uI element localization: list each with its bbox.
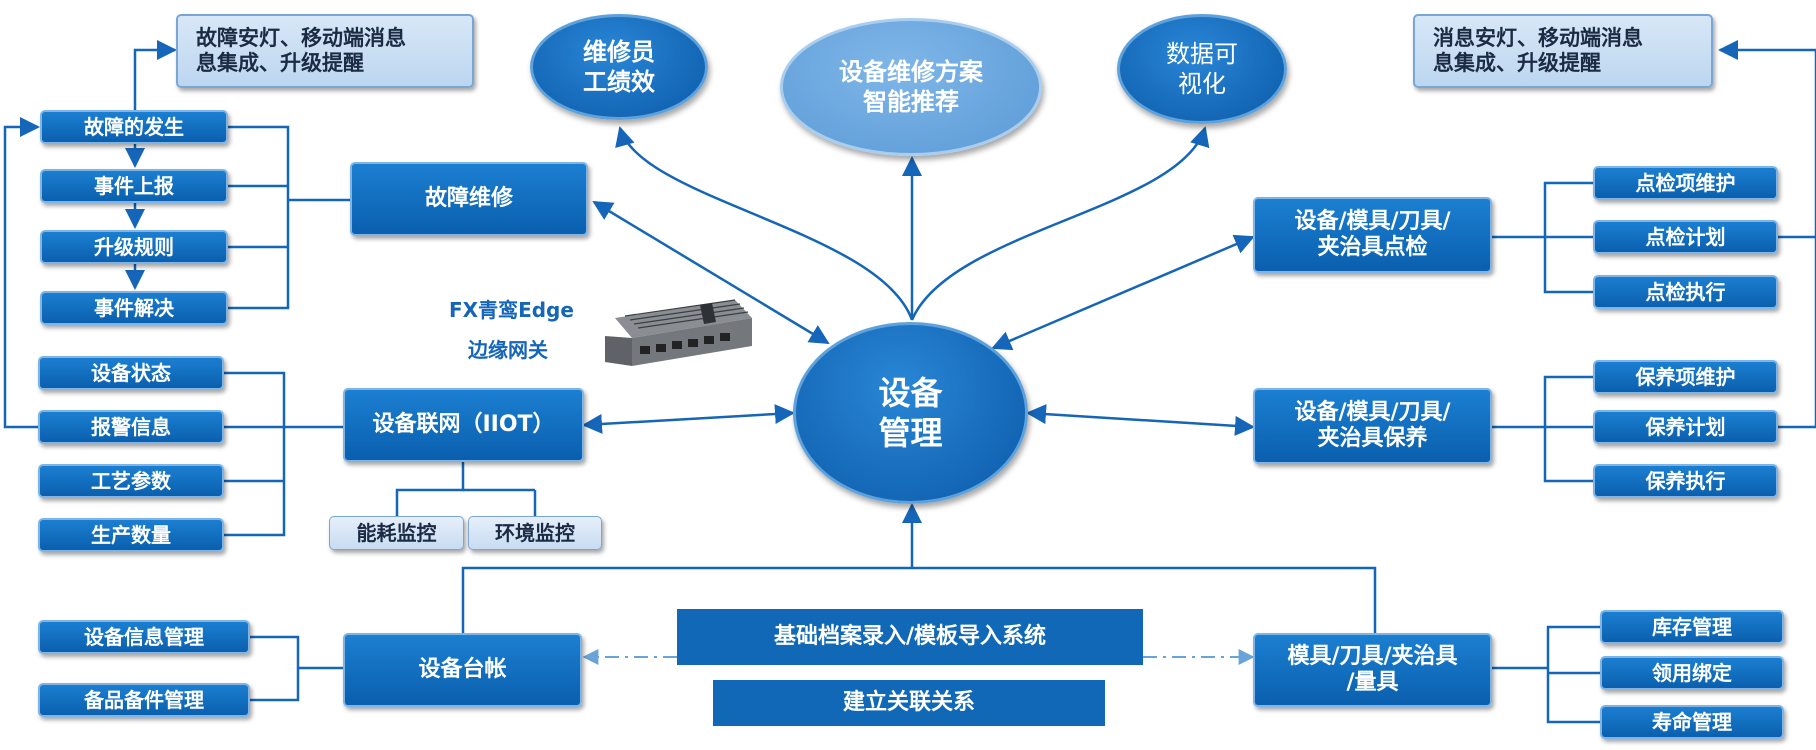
monitor-environment: 环境监控: [468, 516, 602, 550]
iiot-item-production: 生产数量: [38, 518, 224, 552]
gateway-label-line2: 边缘网关: [468, 338, 548, 362]
iiot-item-process: 工艺参数: [38, 464, 224, 498]
inspection-item-plan: 点检计划: [1593, 220, 1778, 254]
monitor-energy: 能耗监控: [329, 516, 464, 550]
fault-repair-node: 故障维修: [350, 162, 588, 236]
performance-node: 维修员 工绩效: [530, 14, 708, 120]
top-right-note: 消息安灯、移动端消息 息集成、升级提醒: [1413, 14, 1713, 88]
iiot-item-alarm: 报警信息: [38, 410, 224, 444]
ledger-item-spares: 备品备件管理: [38, 683, 250, 717]
maintenance-node: 设备/模具/刀具/ 夹治具保养: [1253, 388, 1492, 464]
fault-step-resolution: 事件解决: [40, 291, 228, 325]
edge-gateway-device-icon: [605, 299, 752, 366]
center-equipment-management: 设备 管理: [793, 322, 1028, 504]
inspection-item-execute: 点检执行: [1593, 275, 1778, 309]
ledger-node: 设备台帐: [343, 633, 582, 707]
relation-bar: 建立关联关系: [713, 680, 1105, 726]
tooling-node: 模具/刀具/夹治具 /量具: [1253, 633, 1492, 707]
inspection-item-maintain: 点检项维护: [1593, 166, 1778, 200]
iiot-item-status: 设备状态: [38, 356, 224, 390]
tooling-item-binding: 领用绑定: [1600, 656, 1784, 690]
iiot-node: 设备联网（IIOT）: [343, 388, 584, 462]
ledger-item-info: 设备信息管理: [38, 620, 250, 654]
maintenance-item-maintain: 保养项维护: [1593, 360, 1778, 394]
tooling-item-life: 寿命管理: [1600, 705, 1784, 739]
recommendation-node: 设备维修方案 智能推荐: [780, 18, 1042, 156]
inspection-node: 设备/模具/刀具/ 夹治具点检: [1253, 197, 1492, 273]
maintenance-item-execute: 保养执行: [1593, 464, 1778, 498]
tooling-item-inventory: 库存管理: [1600, 610, 1784, 644]
maintenance-item-plan: 保养计划: [1593, 410, 1778, 444]
fault-step-report: 事件上报: [40, 169, 228, 203]
top-left-note: 故障安灯、移动端消息 息集成、升级提醒: [176, 14, 474, 88]
gateway-label-line1: FX青鸾Edge: [449, 298, 574, 322]
fault-step-escalation: 升级规则: [40, 230, 228, 264]
visualization-node: 数据可 视化: [1117, 14, 1287, 124]
archive-import-bar: 基础档案录入/模板导入系统: [677, 609, 1143, 665]
fault-step-occurrence: 故障的发生: [40, 110, 228, 144]
